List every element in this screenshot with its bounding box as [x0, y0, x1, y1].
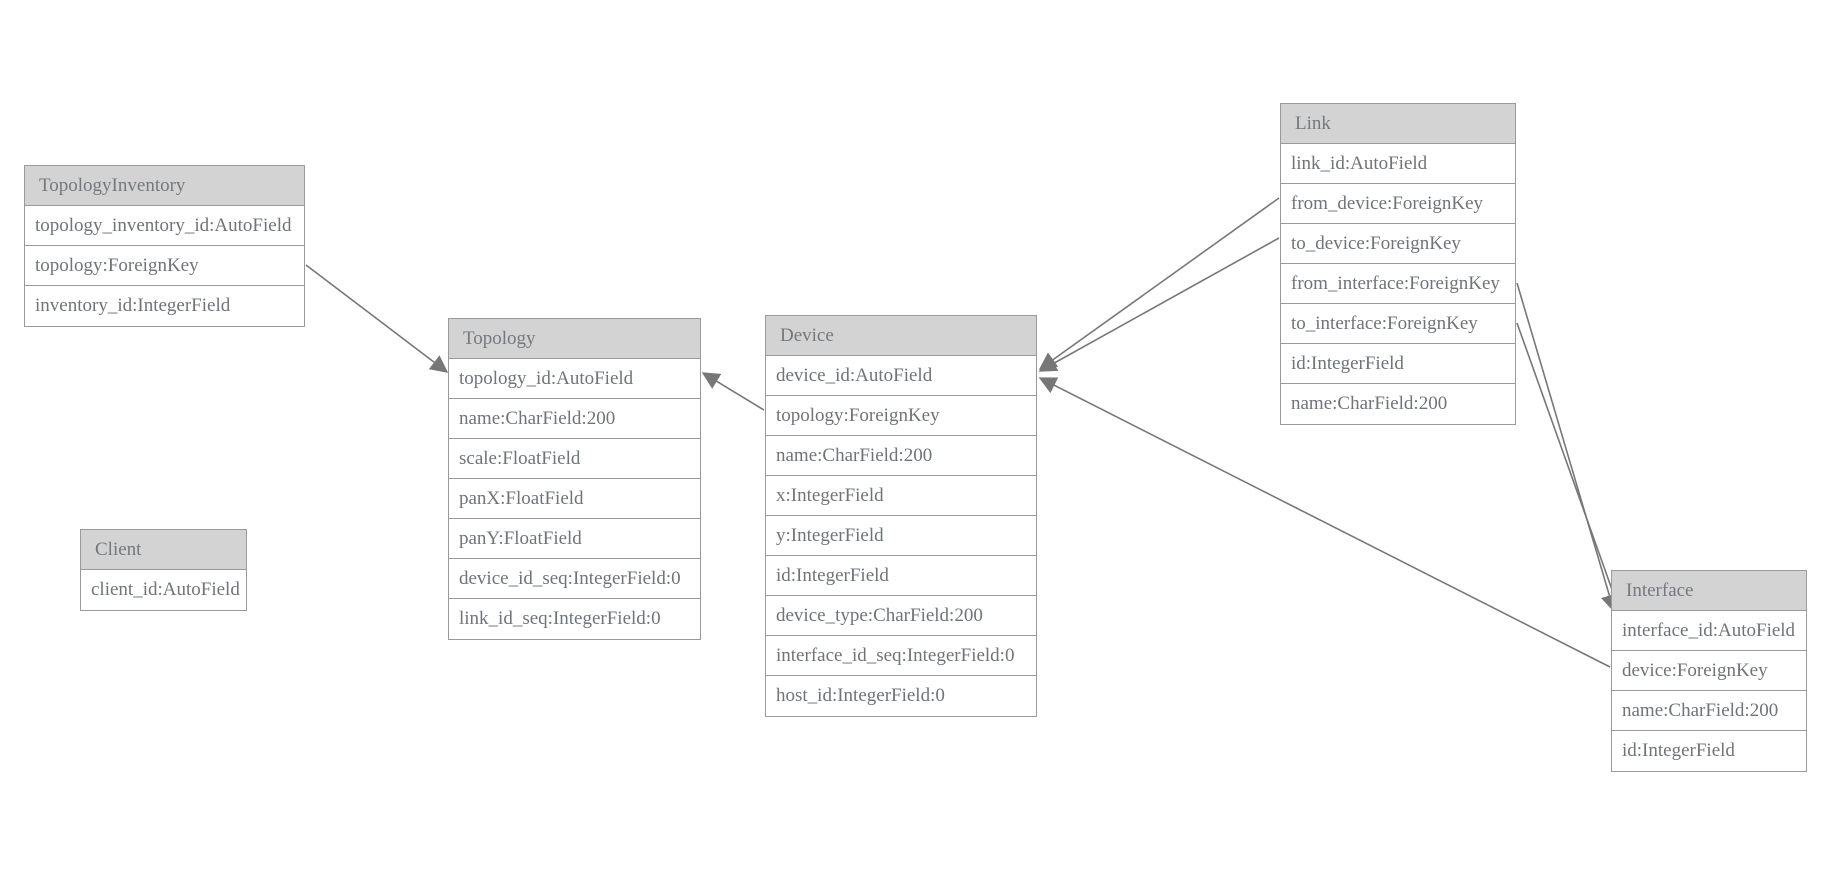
- entity-field: device_id_seq:IntegerField:0: [449, 559, 700, 599]
- entity-field: scale:FloatField: [449, 439, 700, 479]
- entity-field: host_id:IntegerField:0: [766, 676, 1036, 716]
- edge-link-to-device: [1038, 237, 1280, 372]
- entity-title-topology_inventory: TopologyInventory: [25, 166, 304, 206]
- entity-field: id:IntegerField: [1612, 731, 1806, 771]
- entity-field: inventory_id:IntegerField: [25, 286, 304, 326]
- entity-title-topology: Topology: [449, 319, 700, 359]
- edge-link-from-interface: [1516, 282, 1618, 613]
- entity-field: to_interface:ForeignKey: [1281, 304, 1515, 344]
- entity-title-interface: Interface: [1612, 571, 1806, 611]
- entity-field: panY:FloatField: [449, 519, 700, 559]
- edge-link-from-device: [1038, 197, 1280, 370]
- edge-link-to-interface: [1516, 322, 1623, 614]
- entity-field: id:IntegerField: [1281, 344, 1515, 384]
- entity-field: panX:FloatField: [449, 479, 700, 519]
- edge-device-topology: [701, 372, 765, 411]
- entity-field: id:IntegerField: [766, 556, 1036, 596]
- entity-field: topology_id:AutoField: [449, 359, 700, 399]
- entity-field: device:ForeignKey: [1612, 651, 1806, 691]
- entity-field: topology:ForeignKey: [25, 246, 304, 286]
- entity-field: from_device:ForeignKey: [1281, 184, 1515, 224]
- entity-field: y:IntegerField: [766, 516, 1036, 556]
- edge-topologyinventory-topology: [305, 264, 449, 373]
- entity-field: link_id_seq:IntegerField:0: [449, 599, 700, 639]
- entity-field: device_type:CharField:200: [766, 596, 1036, 636]
- entity-field: from_interface:ForeignKey: [1281, 264, 1515, 304]
- entity-title-device: Device: [766, 316, 1036, 356]
- entity-field: name:CharField:200: [766, 436, 1036, 476]
- entity-field: name:CharField:200: [1612, 691, 1806, 731]
- entity-field: to_device:ForeignKey: [1281, 224, 1515, 264]
- entity-field: topology_inventory_id:AutoField: [25, 206, 304, 246]
- entity-title-client: Client: [81, 530, 246, 570]
- entity-fields-client: client_id:AutoField: [81, 570, 246, 610]
- entity-field: device_id:AutoField: [766, 356, 1036, 396]
- entity-field: interface_id:AutoField: [1612, 611, 1806, 651]
- entity-field: client_id:AutoField: [81, 570, 246, 610]
- entity-field: x:IntegerField: [766, 476, 1036, 516]
- entity-field: name:CharField:200: [449, 399, 700, 439]
- entity-title-link: Link: [1281, 104, 1515, 144]
- entity-field: link_id:AutoField: [1281, 144, 1515, 184]
- entity-field: interface_id_seq:IntegerField:0: [766, 636, 1036, 676]
- entity-field: name:CharField:200: [1281, 384, 1515, 424]
- entity-field: topology:ForeignKey: [766, 396, 1036, 436]
